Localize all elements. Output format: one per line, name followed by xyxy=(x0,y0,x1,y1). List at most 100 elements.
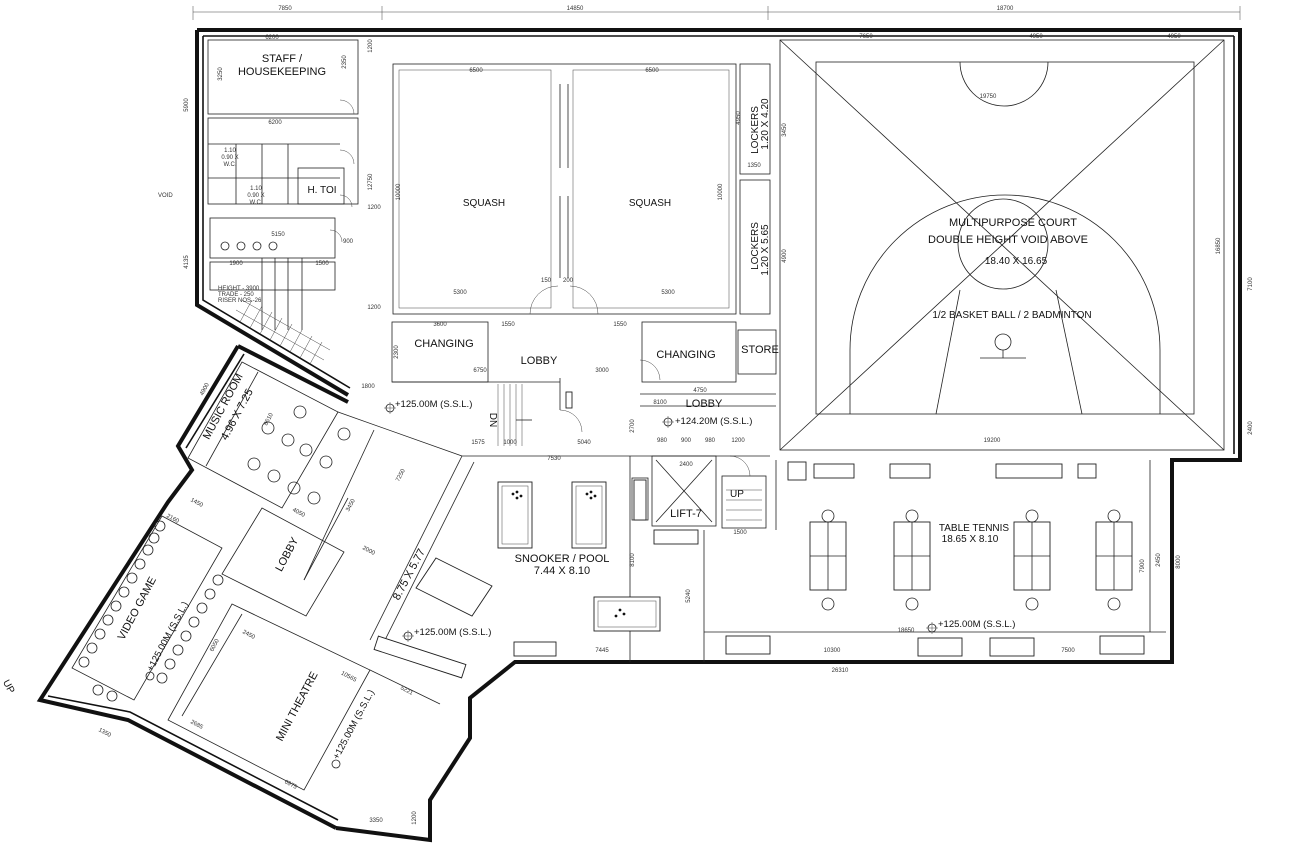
lobby-center-label: LOBBY xyxy=(521,355,558,367)
level-markers: +125.00M (S.S.L.) +124.20M (S.S.L.) +125… xyxy=(145,399,1015,769)
dim-2450-west: 2450 xyxy=(241,629,256,641)
level-label-5: +125.00M (S.S.L.) xyxy=(145,600,191,673)
dim-7500: 7500 xyxy=(1061,648,1075,654)
dim-4050: 4050 xyxy=(291,507,306,519)
changing-right-label: CHANGING xyxy=(656,349,715,361)
dim-3350: 3350 xyxy=(369,818,383,824)
dim-1200-c: 1200 xyxy=(367,305,381,311)
dim-4900-lockers: 4900 xyxy=(782,249,788,263)
top-dimension-string: 7850 14850 18700 xyxy=(192,6,1241,20)
dim-6975: 6975 xyxy=(283,779,298,791)
level-label-2: +124.20M (S.S.L.) xyxy=(675,416,752,427)
dim-10300: 10300 xyxy=(824,648,841,654)
wc-6: W.C. xyxy=(250,200,263,206)
dim-1200-d: 1200 xyxy=(731,438,745,444)
dim-5150: 5150 xyxy=(271,232,285,238)
court-size-label: 18.40 X 16.65 xyxy=(985,256,1048,267)
dim-26310: 26310 xyxy=(832,668,849,674)
dn-label: DN xyxy=(487,413,498,427)
dim-6500-b: 6500 xyxy=(645,68,659,74)
dim-1200-west: 1200 xyxy=(412,811,418,825)
dim-5240: 5240 xyxy=(686,589,692,603)
lockers-top-label: LOCKERS xyxy=(750,106,761,154)
dim-6200-mid: 6200 xyxy=(268,120,282,126)
dim-10000-a: 10000 xyxy=(396,183,402,200)
lockers-top-size: 1.20 X 4.20 xyxy=(760,98,771,150)
video-game-label: VIDEO GAME xyxy=(116,575,159,642)
dim-1800: 1800 xyxy=(361,384,375,390)
level-marker-2: +124.20M (S.S.L.) xyxy=(662,416,752,428)
dim-top-3: 18700 xyxy=(997,6,1014,12)
level-label-3: +125.00M (S.S.L.) xyxy=(414,627,491,638)
level-label-1: +125.00M (S.S.L.) xyxy=(395,399,472,410)
music-seats xyxy=(247,405,351,505)
dim-19750: 19750 xyxy=(980,94,997,100)
dim-2300: 2300 xyxy=(394,345,400,359)
dim-4135: 4135 xyxy=(184,255,190,269)
dim-2160: 2160 xyxy=(165,513,180,525)
dim-2700: 2700 xyxy=(630,419,636,433)
dim-7530: 7530 xyxy=(547,456,561,462)
dim-19200: 19200 xyxy=(984,438,1001,444)
washbasins xyxy=(220,241,278,251)
outer-walls xyxy=(36,28,1242,843)
west-wing: MUSIC ROOM 4.96 X 7.25 LOBBY 8.75 X 5.77… xyxy=(0,361,493,825)
snooker-size-label: 7.44 X 8.10 xyxy=(534,565,590,577)
dim-1575: 1575 xyxy=(471,440,485,446)
dim-3000: 3000 xyxy=(595,368,609,374)
lift-label: LIFT-7 xyxy=(670,508,702,520)
court-sub-label: DOUBLE HEIGHT VOID ABOVE xyxy=(928,234,1088,246)
dim-16850: 16850 xyxy=(1216,237,1222,254)
dim-1550-a: 1550 xyxy=(501,322,515,328)
dim-1350-lockers: 1350 xyxy=(747,163,761,169)
dim-10565: 10565 xyxy=(340,671,358,684)
dim-top-1: 7850 xyxy=(278,6,292,12)
dim-1900: 1900 xyxy=(229,261,243,267)
dim-4900-music: 4900 xyxy=(199,382,211,397)
dim-12750: 12750 xyxy=(368,173,374,190)
squash-courts: SQUASH SQUASH 6500 6500 10000 10000 5300… xyxy=(392,63,737,315)
staff-label: STAFF / xyxy=(262,53,303,65)
lockers-bottom-size: 1.20 X 5.65 xyxy=(760,224,771,276)
dim-6750: 6750 xyxy=(473,368,487,374)
level-marker-3: +125.00M (S.S.L.) xyxy=(402,627,491,642)
table-tennis-label: TABLE TENNIS xyxy=(939,523,1010,534)
tt-players xyxy=(821,509,1121,611)
dim-900: 900 xyxy=(343,239,354,245)
changing-lobby-row: CHANGING CHANGING LOBBY LOBBY STORE DN 3… xyxy=(361,321,779,462)
dim-5900: 5900 xyxy=(184,98,190,112)
table-tennis-size-label: 18.65 X 8.10 xyxy=(942,534,999,545)
dim-8610: 8610 xyxy=(263,412,275,427)
dim-1450: 1450 xyxy=(189,497,204,509)
housekeeping-label: HOUSEKEEPING xyxy=(238,66,326,78)
dim-4950-court-a: 4950 xyxy=(1029,34,1043,40)
cards-size-label: 8.75 X 5.77 xyxy=(391,547,428,602)
court-label: MULTIPURPOSE COURT xyxy=(949,217,1077,229)
dim-3450-west: 3450 xyxy=(345,498,357,513)
wc-4: 1.10 xyxy=(250,186,262,192)
down-stair xyxy=(497,384,532,446)
level-label-4: +125.00M (S.S.L.) xyxy=(938,619,1015,630)
dim-8000: 8000 xyxy=(1176,555,1182,569)
dim-6500-a: 6500 xyxy=(469,68,483,74)
dim-4950-court-b: 4950 xyxy=(1167,34,1181,40)
dim-2685: 2685 xyxy=(189,719,204,731)
dim-5040: 5040 xyxy=(577,440,591,446)
dim-1350-west: 1350 xyxy=(97,727,112,739)
void-label: VOID xyxy=(158,193,173,199)
dim-18650: 18650 xyxy=(898,628,915,634)
stair-note-3: RISER NOS.-26 xyxy=(218,298,262,304)
lift-core: LIFT-7 UP 2400 1500 xyxy=(565,391,767,536)
dim-980-a: 980 xyxy=(657,438,668,444)
dim-1000: 1000 xyxy=(503,440,517,446)
dim-6200-top: 6200 xyxy=(265,35,279,41)
changing-left-label: CHANGING xyxy=(414,338,473,350)
multipurpose-court: MULTIPURPOSE COURT DOUBLE HEIGHT VOID AB… xyxy=(779,34,1254,451)
dim-7250: 7250 xyxy=(395,468,407,483)
dim-3250: 3250 xyxy=(218,67,224,81)
dim-4750: 4750 xyxy=(693,388,707,394)
dim-2350: 2350 xyxy=(342,55,348,69)
stair-flight xyxy=(235,299,331,365)
level-marker-4: +125.00M (S.S.L.) xyxy=(926,619,1015,634)
